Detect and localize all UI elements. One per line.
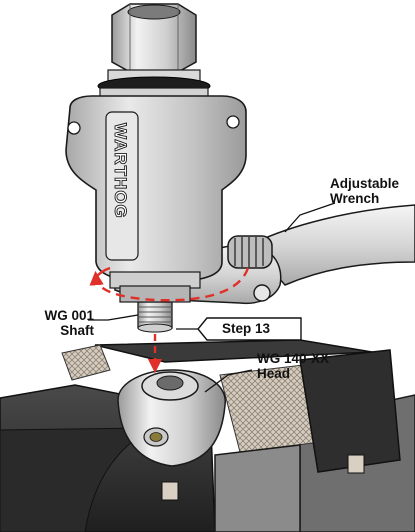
vise-right-jaw <box>299 349 401 473</box>
brand-panel <box>105 111 139 261</box>
mount-hole-left <box>67 121 81 135</box>
head-threaded-port <box>156 375 184 391</box>
jaw-slot-right <box>347 454 365 474</box>
wg-001-shaft <box>137 301 173 333</box>
hex-nut <box>111 3 197 73</box>
wrench-worm-screw <box>227 235 273 269</box>
label-adjustable-wrench: Adjustable Wrench <box>330 176 399 206</box>
label-shaft-line1: WG 001 <box>44 308 94 323</box>
hex-nut-bore <box>127 4 181 20</box>
leader-head <box>204 369 253 393</box>
bench-vise <box>0 339 415 532</box>
main-block <box>65 95 247 283</box>
label-step-13: Step 13 <box>222 321 271 336</box>
label-wrench-line2: Wrench <box>330 191 380 206</box>
head-nozzle-core <box>149 432 163 442</box>
label-head-line1: WG 140-XX <box>257 351 330 366</box>
wg-140-head <box>117 369 226 467</box>
wrench-pin <box>253 284 271 302</box>
brand-text: WARTHOG <box>111 123 130 219</box>
warthog-body: WARTHOG <box>65 3 247 303</box>
jaw-pad-rear <box>61 344 111 381</box>
step-callout-box <box>197 317 302 341</box>
label-wg-140-head: WG 140-XX Head <box>257 351 329 381</box>
jaw-slot-left <box>161 481 179 501</box>
rotation-arrow-tail <box>94 266 111 279</box>
label-wrench-line1: Adjustable <box>330 176 400 191</box>
label-shaft-line2: Shaft <box>60 323 94 338</box>
rotation-arrow-icon <box>89 267 250 302</box>
wrench-handle <box>248 204 415 286</box>
leader-wrench <box>284 202 336 233</box>
shaft-tip <box>137 323 173 333</box>
label-head-line2: Head <box>257 366 291 381</box>
mount-hole-right <box>226 115 240 129</box>
leader-shaft <box>88 314 139 321</box>
label-wg-001-shaft: WG 001 Shaft <box>16 308 94 338</box>
vise-slide <box>214 444 301 532</box>
